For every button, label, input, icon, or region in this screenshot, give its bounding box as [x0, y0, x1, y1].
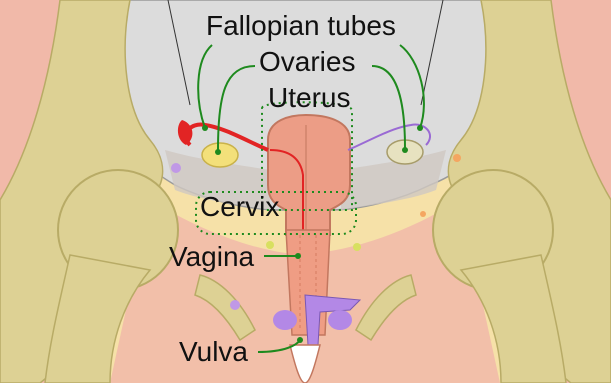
- label-ovaries: Ovaries: [259, 48, 355, 76]
- right-node: [353, 243, 361, 251]
- label-fallopian-tubes: Fallopian tubes: [206, 12, 396, 40]
- left-node: [266, 241, 274, 249]
- right-labium: [328, 310, 352, 330]
- label-uterus: Uterus: [268, 84, 350, 112]
- lower-left-purple-blob: [230, 300, 240, 310]
- label-cervix: Cervix: [200, 193, 279, 221]
- right-orange-blob: [453, 154, 461, 162]
- right-orange-dot: [420, 211, 426, 217]
- dot-fallopian-right: [417, 125, 423, 131]
- dot-ovary-right: [402, 147, 408, 153]
- label-vagina: Vagina: [169, 243, 254, 271]
- left-purple-blob: [171, 163, 181, 173]
- left-ovary: [202, 143, 238, 167]
- label-vulva: Vulva: [179, 338, 248, 366]
- dot-ovary-left: [215, 149, 221, 155]
- left-labium: [273, 310, 297, 330]
- dot-vagina: [295, 253, 301, 259]
- dot-fallopian-left: [202, 125, 208, 131]
- dot-vulva: [297, 337, 303, 343]
